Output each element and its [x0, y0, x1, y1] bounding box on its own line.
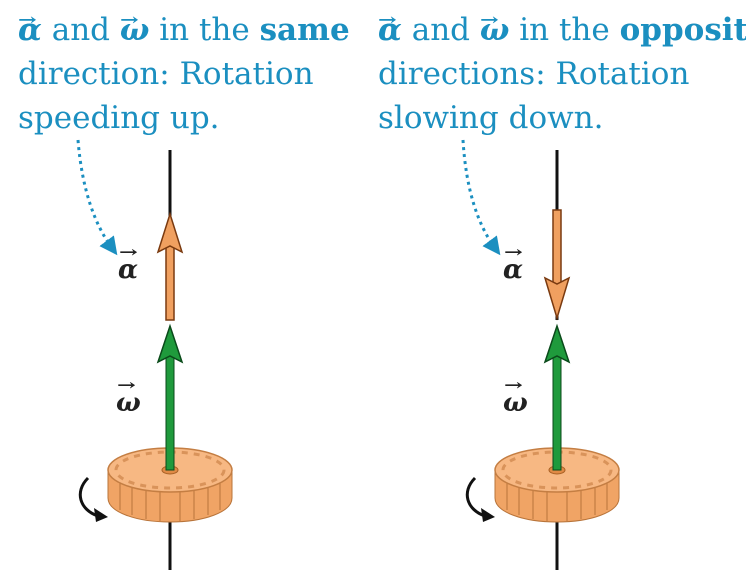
caption-opposite: →α and →ω in the opposite directions: Ro…	[378, 8, 746, 140]
caption-in-the: in the	[509, 12, 620, 48]
rotation-direction-arrow	[78, 476, 99, 518]
caption-emphasis: same	[259, 12, 350, 48]
vector-arrow-icon: →	[18, 10, 37, 29]
omega-symbol: →ω	[480, 8, 510, 52]
angular-velocity-arrow	[543, 323, 571, 471]
caption-emphasis: opposite	[619, 12, 746, 48]
omega-symbol: →ω	[120, 8, 150, 52]
vector-arrow-icon: →	[479, 10, 499, 29]
caption-and: and	[401, 12, 480, 48]
caption-line-1: →α and →ω in the opposite	[378, 8, 746, 52]
diagram-opposite	[461, 139, 620, 570]
caption-same: →α and →ω in the same direction: Rotatio…	[18, 8, 350, 140]
angular-velocity-arrow	[156, 323, 184, 471]
rotation-arrowhead	[481, 508, 495, 522]
alpha-symbol: →α	[378, 8, 402, 52]
rotation-arrowhead	[94, 508, 108, 522]
angular-acceleration-arrow	[543, 209, 571, 321]
angular-acceleration-arrow	[156, 211, 184, 321]
panel-opposite-direction: →α and →ω in the opposite directions: Ro…	[373, 0, 746, 588]
panel-same-direction: →α and →ω in the same direction: Rotatio…	[18, 8, 350, 570]
gear-icon	[107, 447, 233, 523]
alpha-symbol: →α	[18, 8, 42, 52]
omega-label: →ω	[503, 376, 528, 418]
alpha-label: →α	[118, 243, 139, 285]
caption-and: and	[41, 12, 120, 48]
rotation-direction-arrow	[465, 476, 486, 518]
caption-line-1: →α and →ω in the same	[18, 8, 350, 52]
vector-arrow-icon: →	[378, 10, 397, 29]
caption-line-3: slowing down.	[378, 100, 604, 136]
dotted-pointer-arrow	[76, 139, 118, 256]
dotted-pointer-arrow	[461, 139, 501, 256]
diagram-same	[76, 139, 233, 570]
caption-line-3: speeding up.	[18, 100, 220, 136]
caption-line-2: direction: Rotation	[18, 56, 314, 92]
alpha-label: →α	[503, 243, 524, 285]
caption-in-the: in the	[149, 12, 260, 48]
caption-line-2: directions: Rotation	[378, 56, 690, 92]
omega-label: →ω	[116, 376, 141, 418]
vector-arrow-icon: →	[119, 10, 139, 29]
